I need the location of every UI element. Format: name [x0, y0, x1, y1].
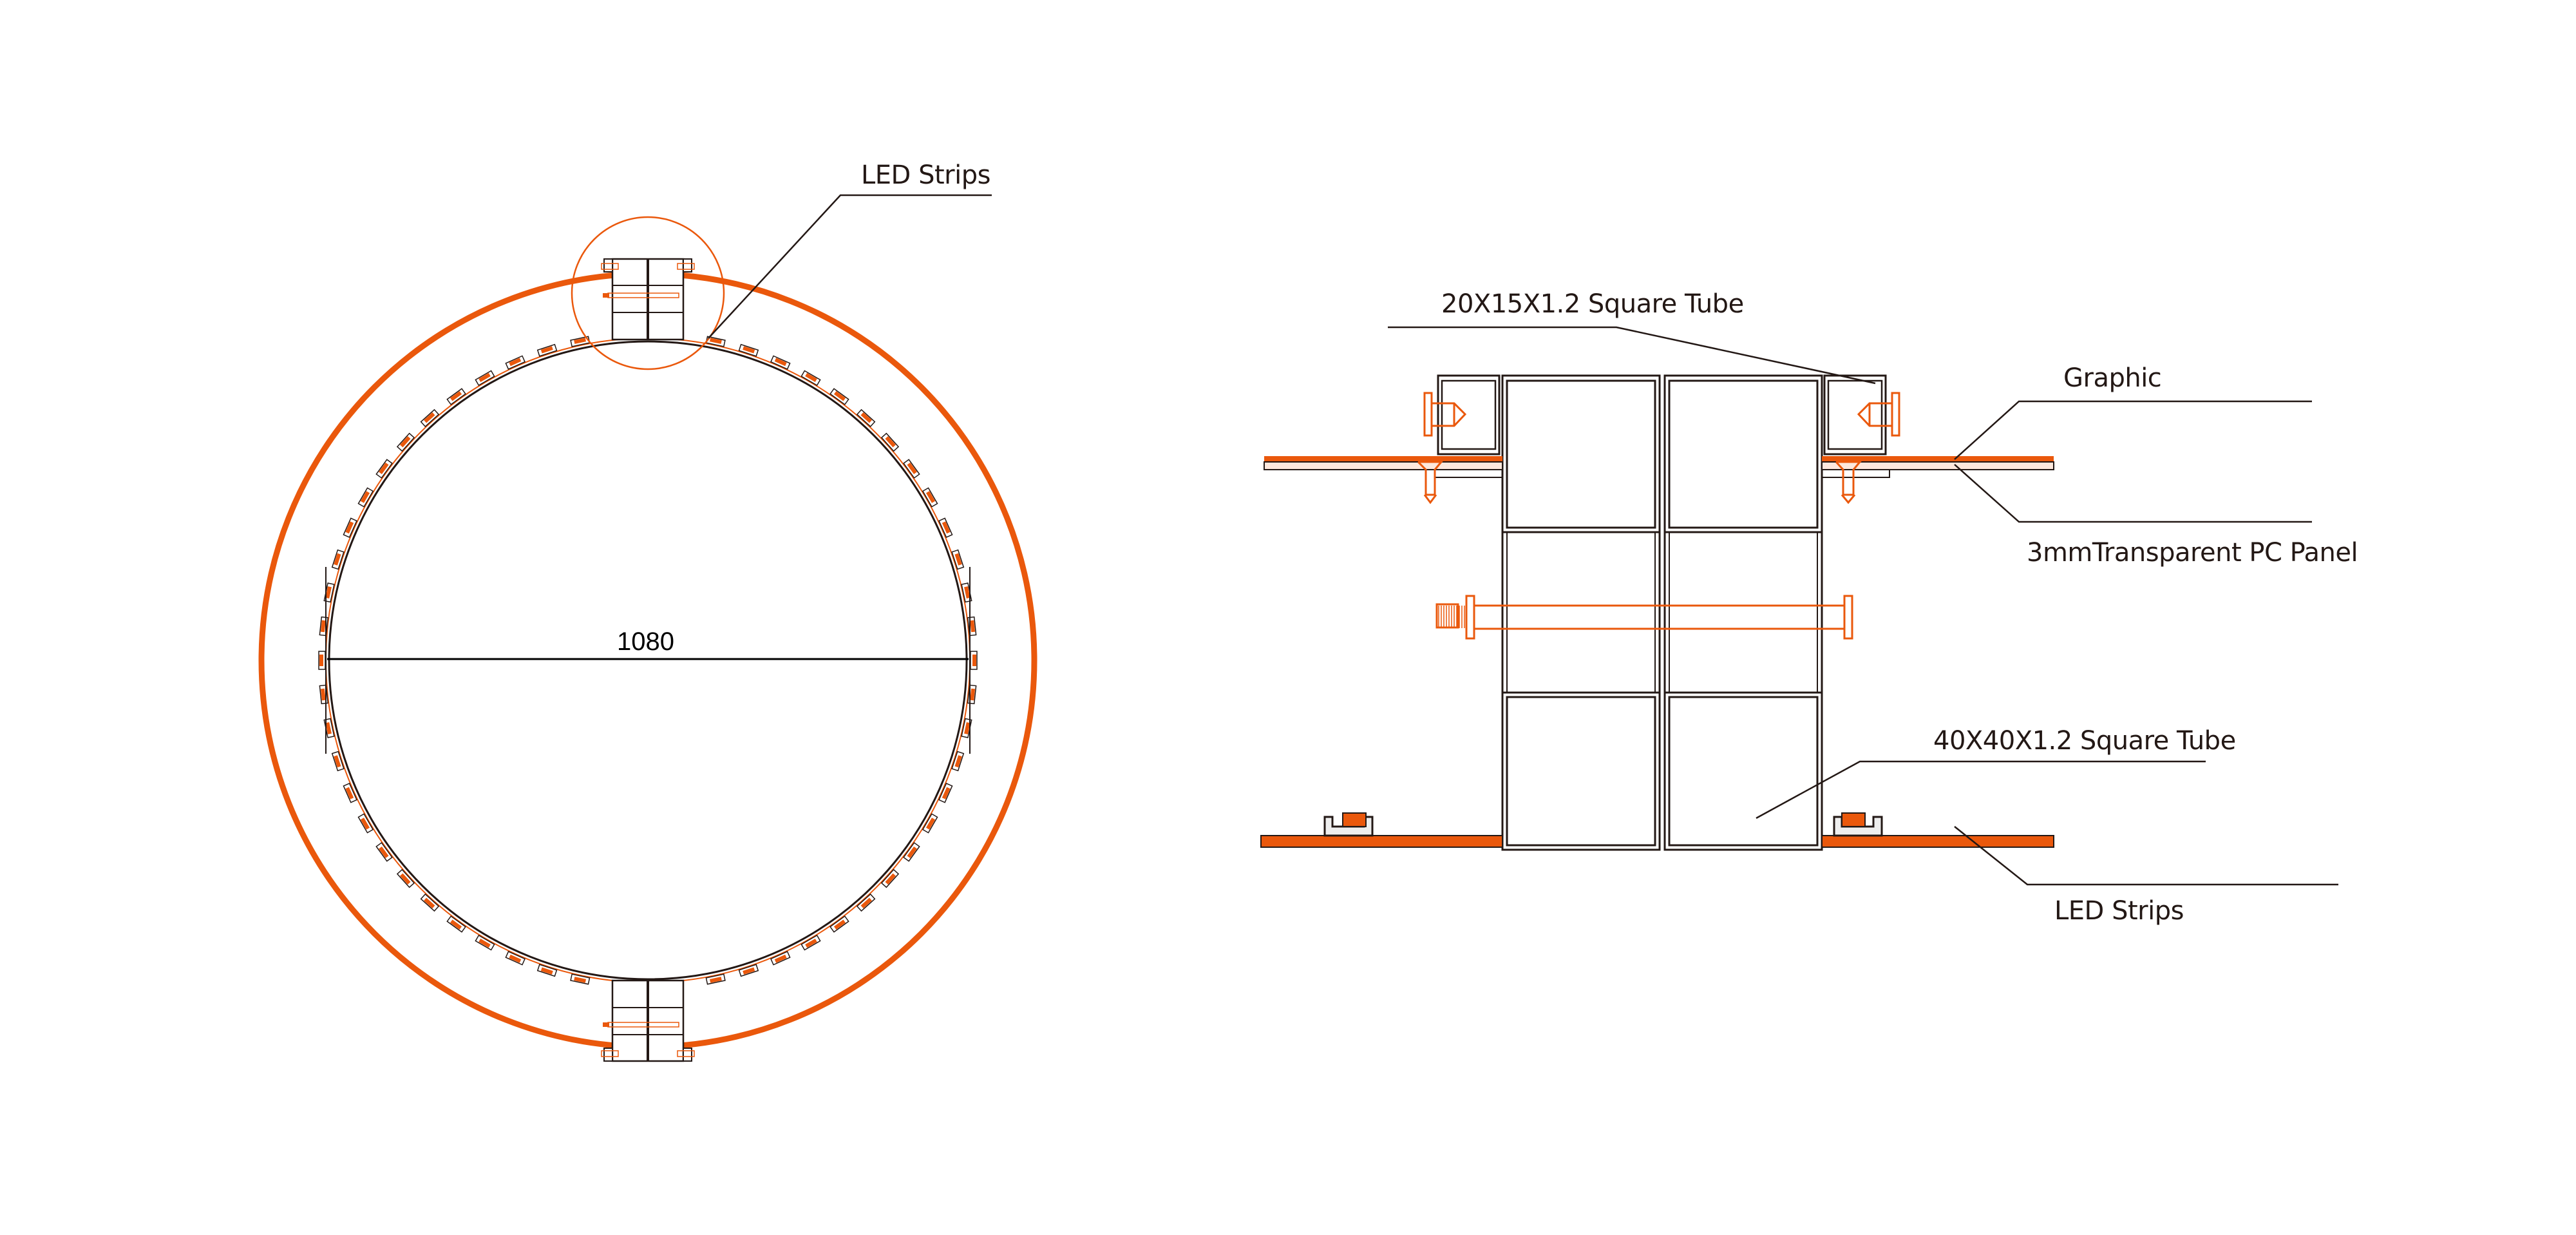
inner-structure-ring — [328, 340, 968, 981]
small-square-tubes — [1437, 374, 1887, 455]
led-strip-left — [1323, 812, 1374, 837]
large-tube-label: 40X40X1.2 Square Tube — [1933, 726, 2236, 756]
leader-lines — [1388, 326, 2338, 886]
bolt-thread — [1438, 606, 1465, 628]
horizontal-screws — [1423, 392, 1900, 437]
led-strips-label-section: LED Strips — [2054, 896, 2184, 926]
led-strips-leader — [708, 194, 992, 339]
leader-led-strips — [1954, 826, 2338, 886]
graphic-layer-right — [1822, 456, 2054, 462]
pc-panel-label: 3mmTransparent PC Panel — [2027, 538, 2358, 568]
led-strip-array — [318, 336, 978, 985]
small-tube-label: 20X15X1.2 Square Tube — [1441, 289, 1744, 319]
large-square-tubes — [1501, 374, 1823, 851]
detail-callout-circle — [571, 216, 725, 370]
section-view — [1260, 326, 2338, 886]
vertical-screws — [1417, 461, 1862, 504]
through-bolt — [1435, 595, 1853, 640]
leader-small-tube — [1388, 326, 1876, 385]
diameter-label: 1080 — [617, 627, 674, 656]
outer-graphic-ring — [258, 271, 1037, 1050]
leader-large-tube — [1756, 760, 2206, 819]
base-plate-left — [1260, 835, 1503, 848]
pc-panel-left — [1264, 461, 1503, 470]
pc-panel-right — [1821, 461, 2054, 470]
graphic-label: Graphic — [2063, 363, 2162, 393]
led-strips-callout-plan: LED Strips — [861, 160, 990, 190]
plan-view — [258, 194, 1037, 1062]
leader-pc-panel — [1954, 464, 2312, 523]
base-plate-right — [1821, 835, 2054, 848]
graphic-layer-left — [1264, 456, 1502, 462]
led-strip-right — [1833, 812, 1883, 837]
leader-graphic — [1954, 400, 2312, 460]
